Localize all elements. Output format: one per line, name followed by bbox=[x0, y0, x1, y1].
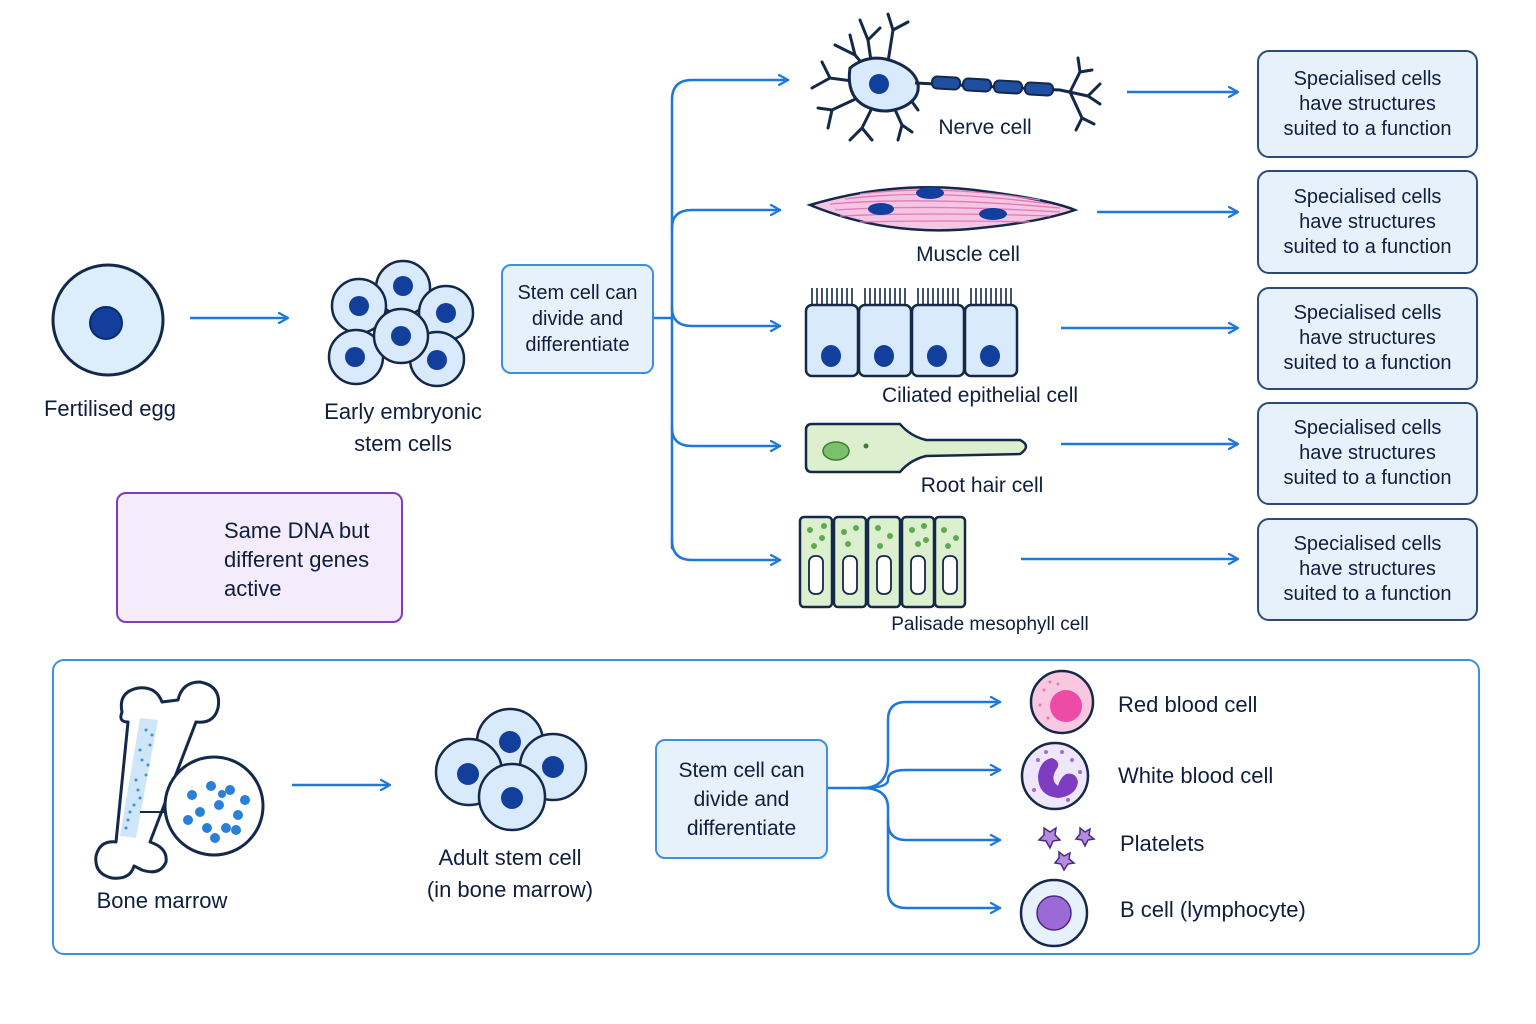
specialised-cells-box-palisade: Specialised cells have structures suited… bbox=[1257, 518, 1478, 621]
platelets-icon bbox=[1037, 826, 1096, 872]
specialised-cells-box-ciliated: Specialised cells have structures suited… bbox=[1257, 287, 1478, 390]
nerve-cell-label: Nerve cell bbox=[938, 116, 1032, 139]
platelets-label: Platelets bbox=[1120, 831, 1205, 856]
ciliated-epithelial-cell-icon bbox=[804, 288, 1019, 378]
b-cell-icon bbox=[1019, 878, 1089, 948]
palisade-mesophyll-cell-icon bbox=[798, 515, 967, 609]
bottom-branch-arrows bbox=[826, 702, 1002, 908]
bone-marrow-label: Bone marrow bbox=[96, 888, 228, 913]
bone-marrow-closeup-icon bbox=[163, 755, 265, 857]
bone-marrow-panel bbox=[52, 659, 1480, 955]
stem-cell-top-box: Stem cell can divide and differentiate bbox=[501, 264, 654, 374]
adult-stem-cell-label: Adult stem cell (in bone marrow) bbox=[426, 845, 594, 902]
muscle-cell-label: Muscle cell bbox=[916, 243, 1020, 266]
muscle-cell-icon bbox=[806, 185, 1079, 232]
b-cell-label: B cell (lymphocyte) bbox=[1120, 897, 1306, 922]
palisade-mesophyll-cell-label: Palisade mesophyll cell bbox=[891, 614, 1089, 635]
root-hair-cell-icon bbox=[804, 422, 1028, 474]
specialised-cells-box-nerve: Specialised cells have structures suited… bbox=[1257, 50, 1478, 158]
dna-note-box: Same DNA but different genes active bbox=[116, 492, 403, 623]
specialised-cells-box-roothair: Specialised cells have structures suited… bbox=[1257, 402, 1478, 505]
ciliated-epithelial-cell-label: Ciliated epithelial cell bbox=[881, 384, 1079, 407]
fertilised-egg-label: Fertilised egg bbox=[43, 396, 177, 421]
dna-note-text: Same DNA but different genes active bbox=[224, 518, 370, 601]
red-blood-cell-label: Red blood cell bbox=[1118, 692, 1258, 717]
stem-cell-bottom-box: Stem cell can divide and differentiate bbox=[655, 739, 828, 859]
red-blood-cell-icon bbox=[1029, 669, 1095, 735]
fertilised-egg-icon bbox=[51, 263, 165, 377]
top-branch-arrows bbox=[652, 80, 790, 560]
root-hair-cell-label: Root hair cell bbox=[920, 474, 1044, 497]
white-blood-cell-icon bbox=[1020, 741, 1090, 811]
early-embryonic-stem-cells-label: Early embryonic stem cells bbox=[324, 399, 482, 456]
white-blood-cell-label: White blood cell bbox=[1118, 763, 1274, 788]
specialised-cells-box-muscle: Specialised cells have structures suited… bbox=[1257, 170, 1478, 274]
bone-icon bbox=[94, 680, 221, 880]
